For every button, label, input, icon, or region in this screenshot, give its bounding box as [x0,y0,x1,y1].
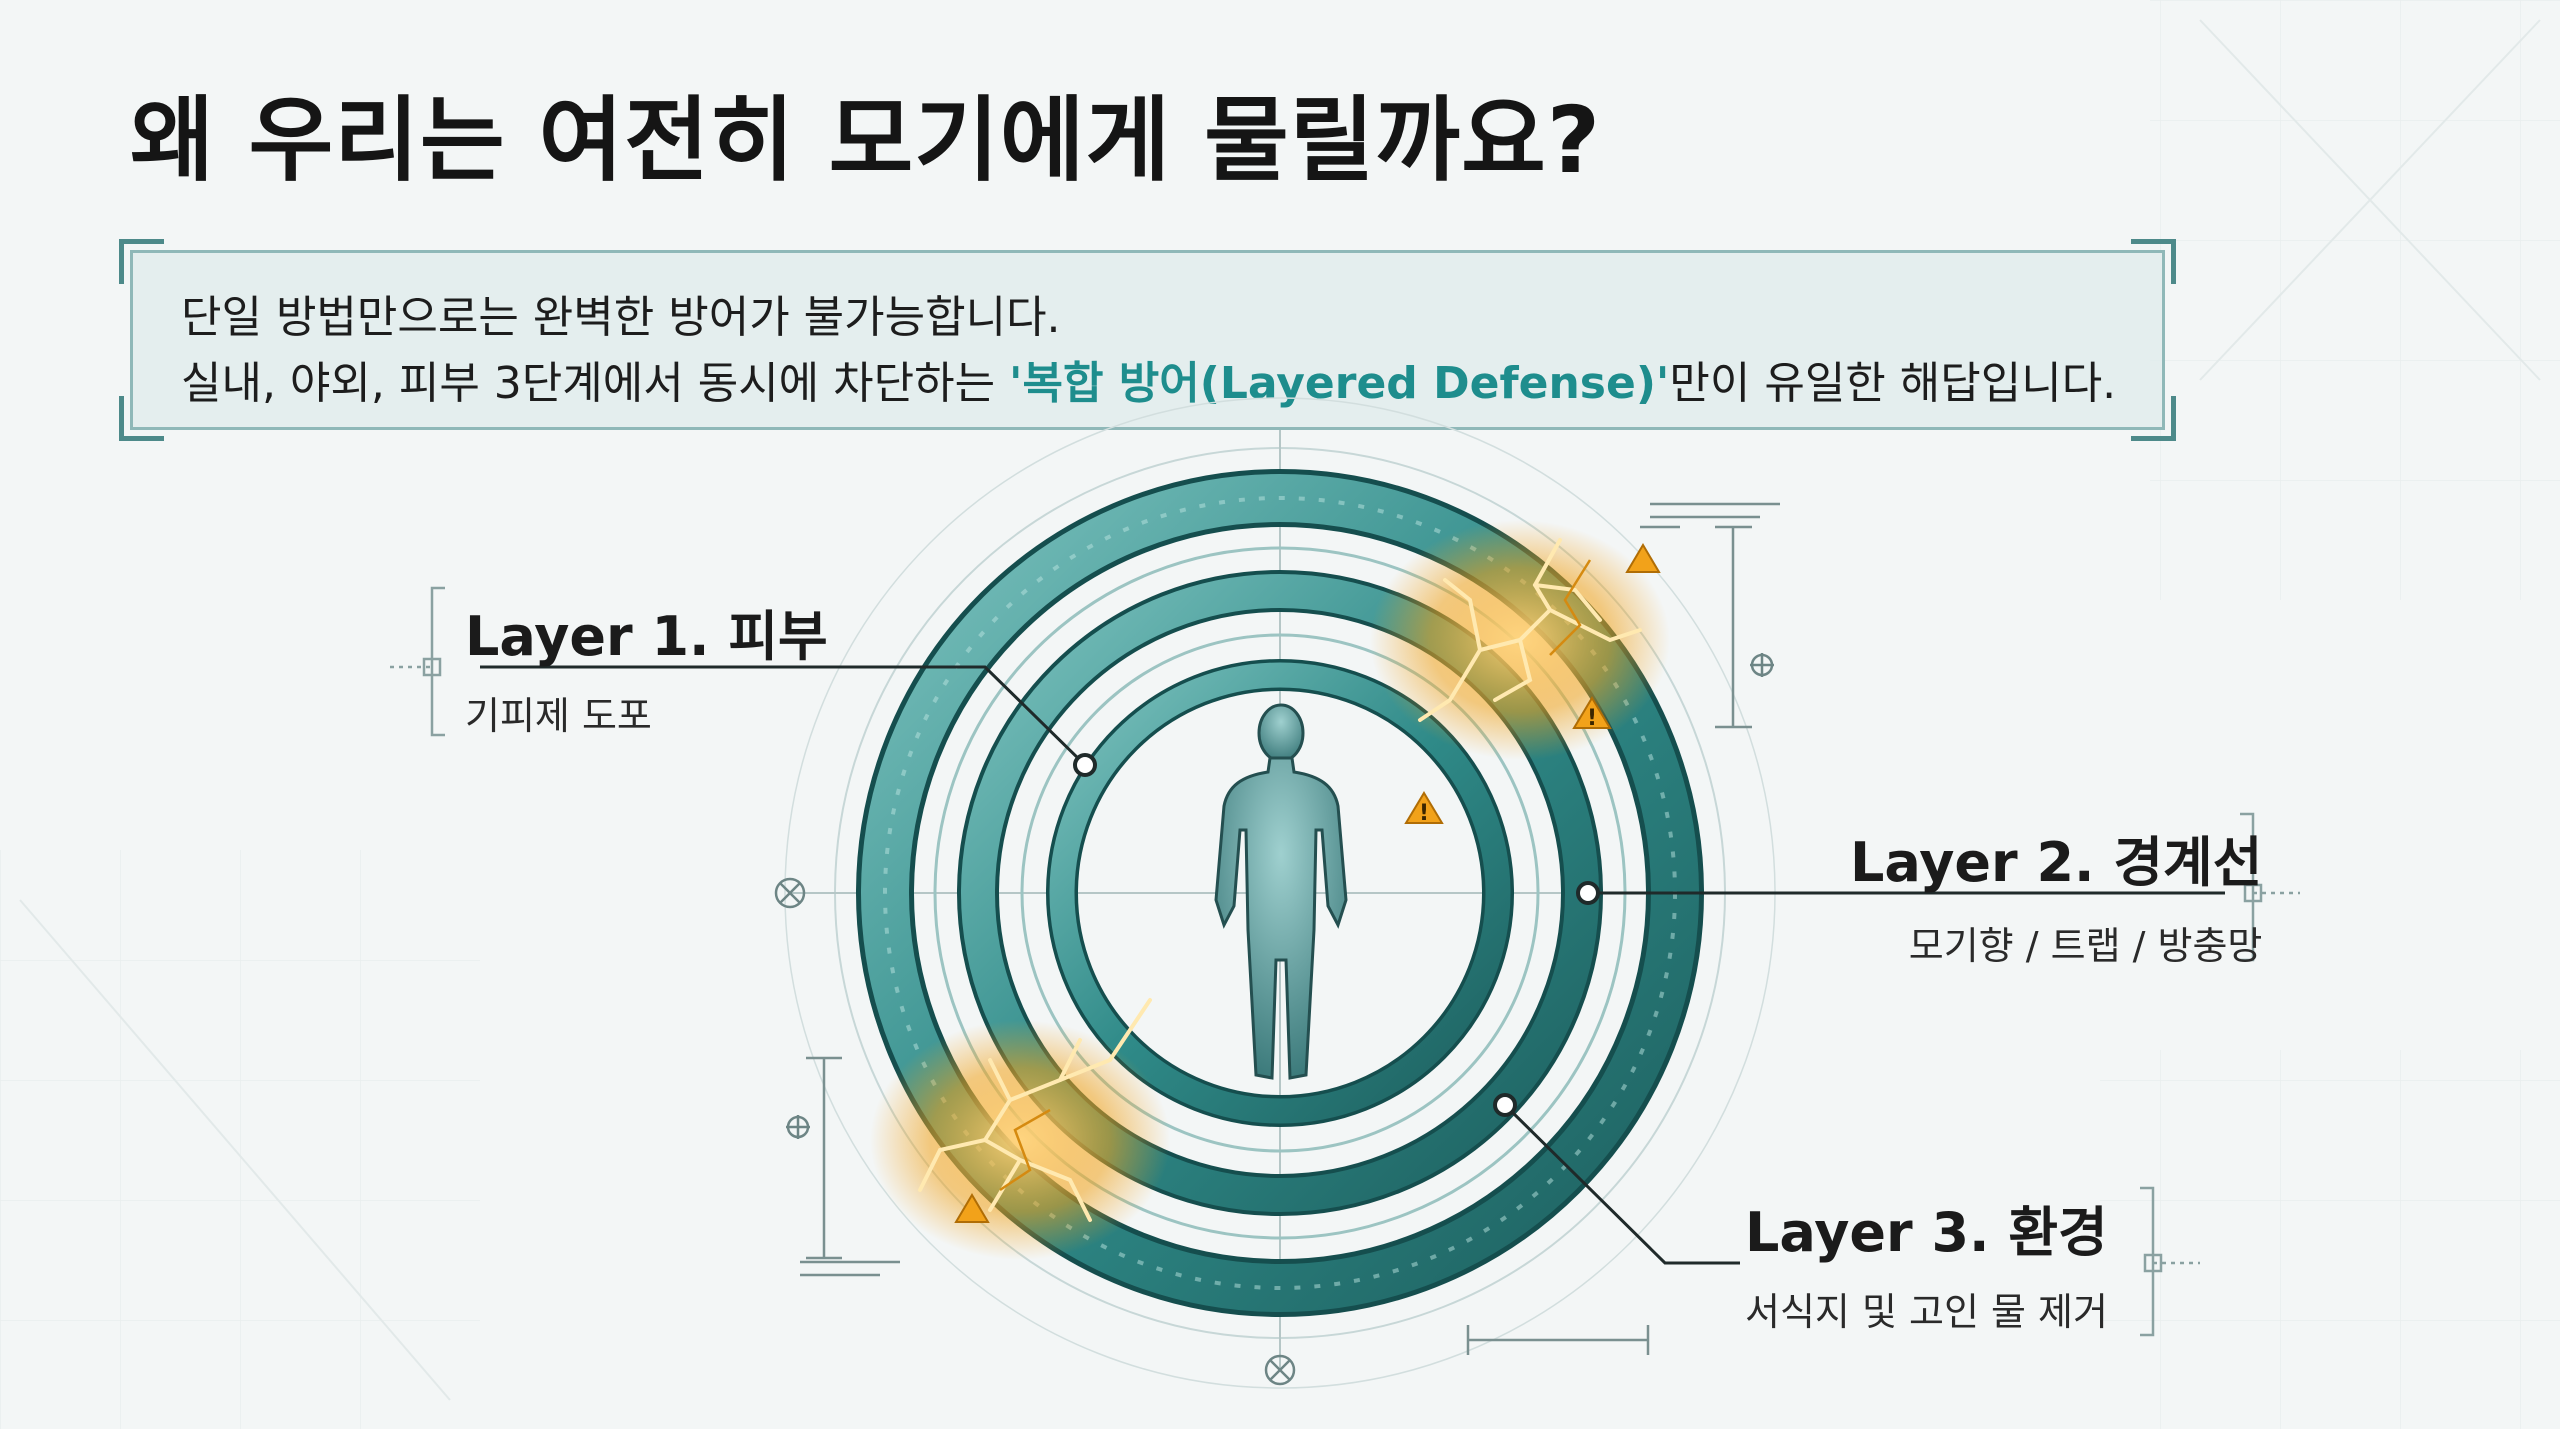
layer-3-title: Layer 3. 환경 [1745,1201,2108,1264]
callout-line-2-suffix: 만이 유일한 해답입니다. [1669,358,2117,409]
svg-text:!: ! [1419,801,1429,826]
label-brackets [390,586,2300,1337]
layer-2-subtitle: 모기향 / 트랩 / 방충망 [1908,924,2263,968]
callout-line-2: 실내, 야외, 피부 3단계에서 동시에 차단하는 '복합 방어(Layered… [181,347,2116,411]
warning-icon [954,1193,990,1223]
leader-dots [1073,753,1600,1117]
layer-3-label: Layer 3. 환경 서식지 및 고인 물 제거 [1745,1188,2108,1336]
warning-icon: ! [1572,696,1612,731]
layer-3-subtitle: 서식지 및 고인 물 제거 [1745,1290,2108,1334]
layer-1-subtitle: 기피제 도포 [465,694,652,738]
crack-damage [870,520,1670,1260]
layer-1-label: Layer 1. 피부 기피제 도포 [465,592,828,740]
dimension-marks [800,502,1780,1355]
warning-icon: ! [1404,791,1444,826]
callout-box: 단일 방법만으로는 완벽한 방어가 불가능합니다. 실내, 야외, 피부 3단계… [119,239,2176,441]
callout-line-1: 단일 방법만으로는 완벽한 방어가 불가능합니다. [181,292,1061,343]
callout-line-2-prefix: 실내, 야외, 피부 3단계에서 동시에 차단하는 [181,358,1010,409]
bracket-corner [2131,239,2176,284]
page-title: 왜 우리는 여전히 모기에게 물릴까요? [130,87,1602,194]
leader-line-layer-3 [1503,1103,1740,1265]
crosshair-icon [774,653,1774,1386]
warning-icon [1625,543,1661,573]
leader-line-layer-1 [480,665,1087,767]
bracket-corner [2131,396,2176,441]
svg-text:!: ! [1587,706,1597,731]
bracket-corner [119,396,164,441]
layer-2-label: Layer 2. 경계선 모기향 / 트랩 / 방충망 [1850,818,2262,970]
leader-lines [480,665,2225,1265]
layer-1-title: Layer 1. 피부 [465,605,828,668]
layer-2-title: Layer 2. 경계선 [1850,831,2263,894]
callout-highlight: '복합 방어(Layered Defense)' [1009,358,1670,409]
person-icon [1214,703,1348,1080]
bracket-corner [119,239,164,284]
